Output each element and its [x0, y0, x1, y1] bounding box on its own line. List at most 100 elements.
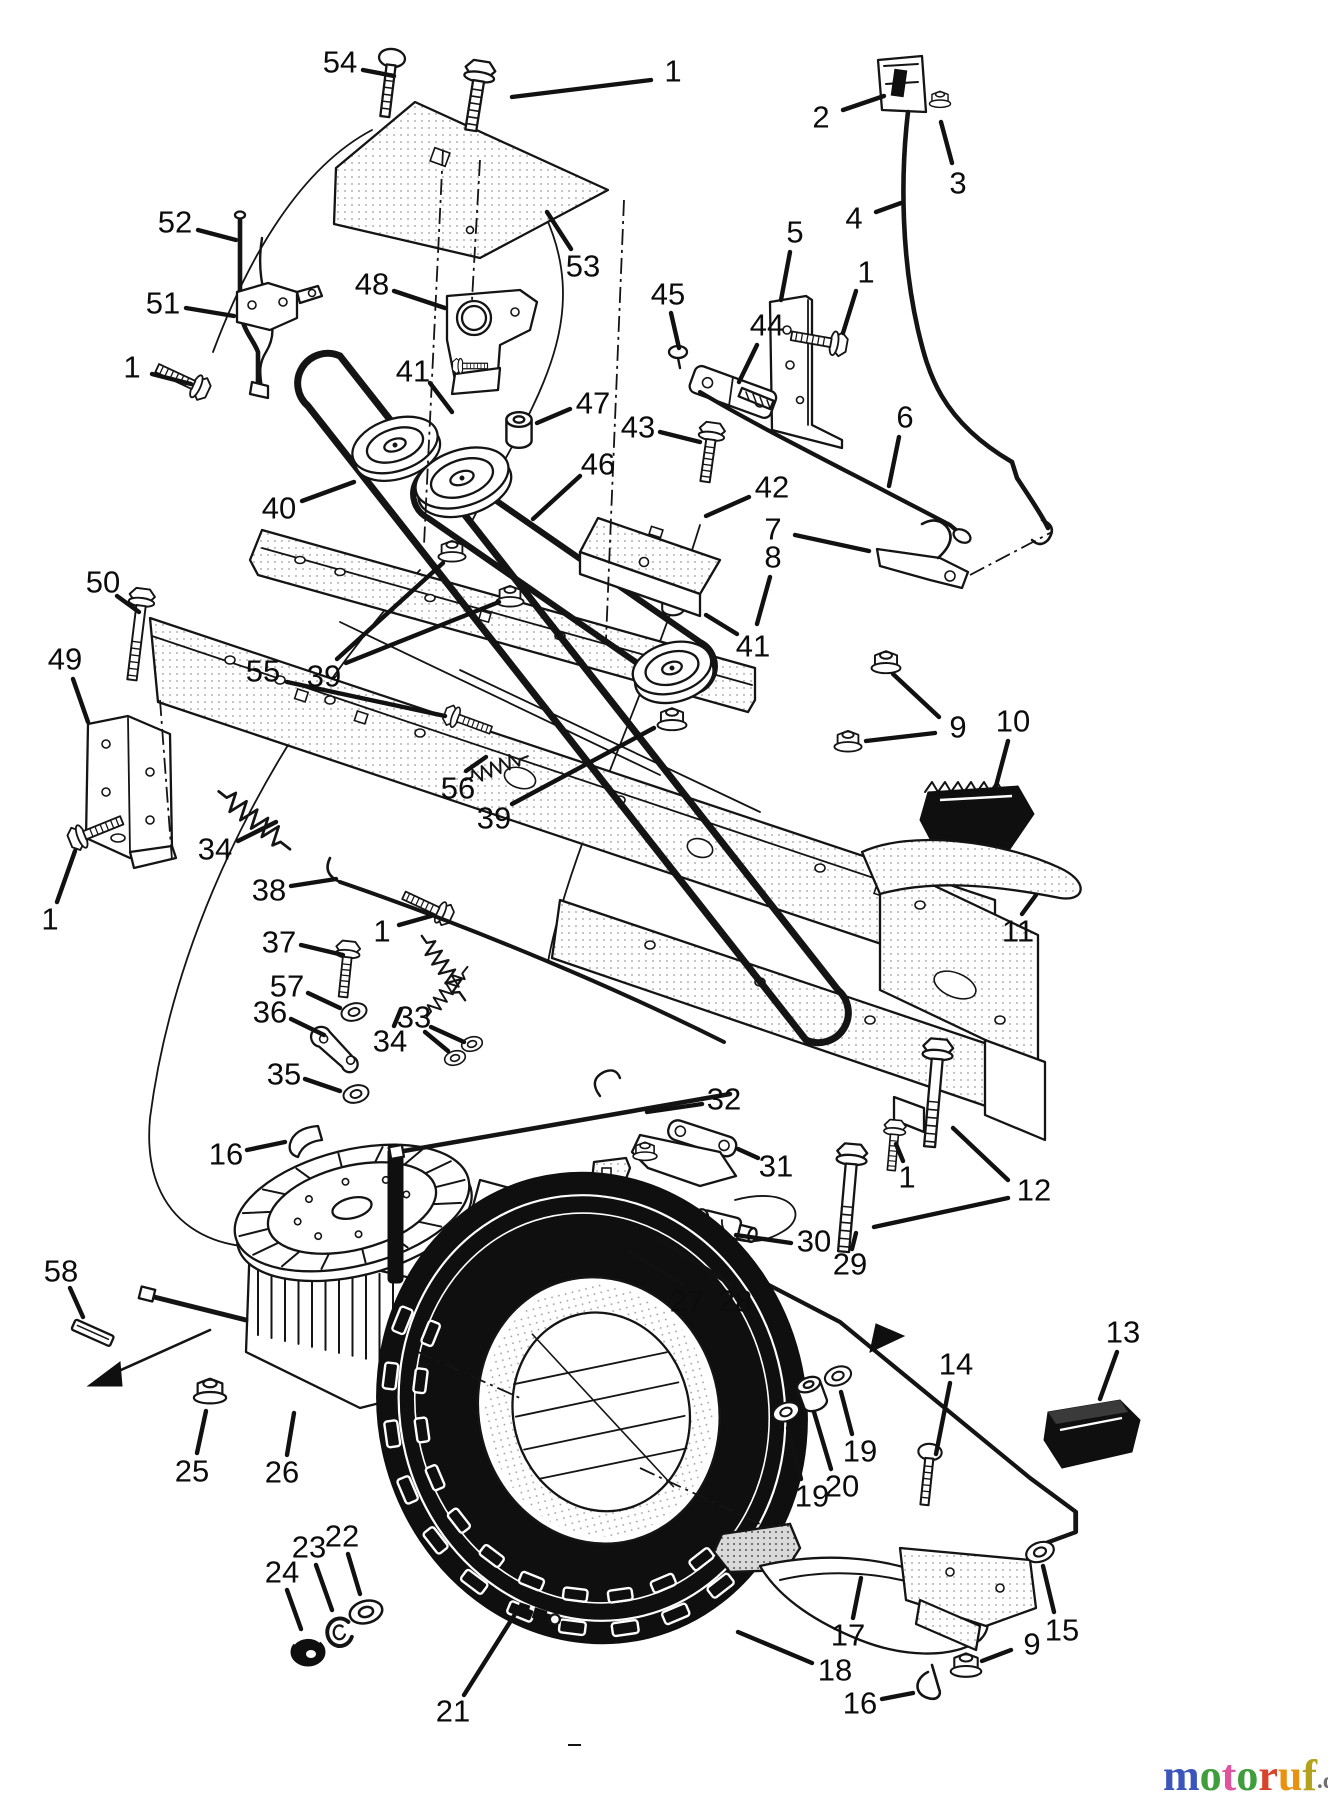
watermark-letter: u	[1278, 1751, 1302, 1800]
leader-43	[657, 429, 703, 445]
callout-51: 51	[146, 286, 180, 321]
leader-19	[838, 1389, 855, 1437]
leader-27	[626, 1249, 686, 1287]
callout-14: 14	[939, 1347, 973, 1382]
callout-17: 17	[831, 1618, 865, 1653]
callout-30: 30	[797, 1224, 831, 1259]
watermark-letter: r	[1258, 1751, 1278, 1800]
callout-49: 49	[48, 642, 82, 677]
callout-41: 41	[396, 354, 430, 389]
callout-8: 8	[764, 540, 781, 575]
callout-9: 9	[1023, 1627, 1040, 1662]
leader-33	[428, 1024, 467, 1045]
shift-rod-group	[151, 210, 324, 404]
leader-16	[244, 1139, 288, 1153]
callout-10: 10	[996, 704, 1030, 739]
leader-14	[933, 1380, 953, 1457]
leader-15	[1040, 1563, 1057, 1615]
leader-7	[792, 532, 872, 554]
callout-53: 53	[566, 249, 600, 284]
leader-25	[194, 1408, 209, 1456]
callout-46: 46	[581, 447, 615, 482]
callout-5: 5	[786, 215, 803, 250]
leader-4	[873, 200, 904, 215]
callout-15: 15	[1045, 1613, 1079, 1648]
callout-21: 21	[436, 1694, 470, 1729]
callout-55: 55	[246, 654, 280, 689]
callout-23: 23	[292, 1530, 326, 1565]
callout-42: 42	[755, 470, 789, 505]
leader-21	[461, 1608, 520, 1698]
leader-13	[1097, 1349, 1120, 1402]
callout-2: 2	[812, 100, 829, 135]
leader-31	[735, 1146, 761, 1161]
leader-30	[733, 1232, 794, 1246]
callout-6: 6	[896, 400, 913, 435]
center-axes	[159, 149, 1053, 1525]
callout-37: 37	[262, 925, 296, 960]
leader-18	[735, 1629, 815, 1666]
callout-26: 26	[265, 1455, 299, 1490]
callout-24: 24	[265, 1555, 299, 1590]
frame-rails	[148, 528, 1047, 1142]
idler-pulleys	[351, 415, 715, 705]
leader-20	[811, 1409, 834, 1472]
callout-12: 12	[1017, 1173, 1051, 1208]
leader-1	[509, 77, 654, 100]
leader-32	[644, 1101, 705, 1115]
clutch-arm-7	[875, 519, 970, 590]
leader-9	[863, 730, 938, 744]
callout-58: 58	[44, 1254, 78, 1289]
callout-39: 39	[477, 801, 511, 836]
leader-44	[736, 342, 760, 385]
leader-36	[288, 1016, 327, 1038]
callout-39: 39	[307, 659, 341, 694]
callout-28: 28	[718, 1284, 752, 1319]
leader-12	[871, 1195, 1011, 1230]
callout-34: 34	[373, 1024, 407, 1059]
callout-36: 36	[253, 995, 287, 1030]
watermark-logo[interactable]: motoruf.de	[1163, 1751, 1328, 1800]
callout-1: 1	[123, 350, 140, 385]
callout-44: 44	[750, 308, 784, 343]
callout-19: 19	[795, 1479, 829, 1514]
leader-39	[509, 725, 657, 807]
leader-47	[534, 406, 573, 426]
leader-45	[668, 310, 682, 351]
leader-58	[67, 1285, 86, 1320]
callout-19: 19	[843, 1434, 877, 1469]
leader-5	[778, 249, 793, 303]
leader-1	[396, 913, 434, 928]
leader-39	[334, 560, 446, 662]
leader-53	[544, 209, 574, 252]
callout-4: 4	[845, 201, 862, 236]
leader-1	[54, 848, 78, 905]
callout-9: 9	[949, 710, 966, 745]
leader-42	[703, 494, 752, 519]
leader-46	[530, 473, 583, 522]
watermark-letter: o	[1200, 1751, 1222, 1800]
leader-56	[463, 754, 489, 774]
callout-1: 1	[857, 255, 874, 290]
axle-hardware	[192, 1377, 387, 1667]
leader-8	[754, 574, 773, 627]
lift-rod-group	[667, 54, 1054, 546]
callout-18: 18	[818, 1653, 852, 1688]
callout-13: 13	[1106, 1315, 1140, 1350]
callout-1: 1	[373, 914, 390, 949]
leader-10	[993, 738, 1011, 789]
pedal-group	[712, 1361, 1141, 1701]
callout-35: 35	[267, 1057, 301, 1092]
callout-47: 47	[576, 386, 610, 421]
leader-24	[284, 1587, 304, 1632]
callout-3: 3	[949, 166, 966, 201]
watermark-letter: f	[1302, 1751, 1318, 1800]
hook-16	[288, 1124, 324, 1159]
idler-bracket-48	[445, 288, 539, 396]
leader-23	[313, 1562, 335, 1613]
callout-52: 52	[158, 205, 192, 240]
callout-7: 7	[764, 512, 781, 547]
callout-20: 20	[825, 1469, 859, 1504]
